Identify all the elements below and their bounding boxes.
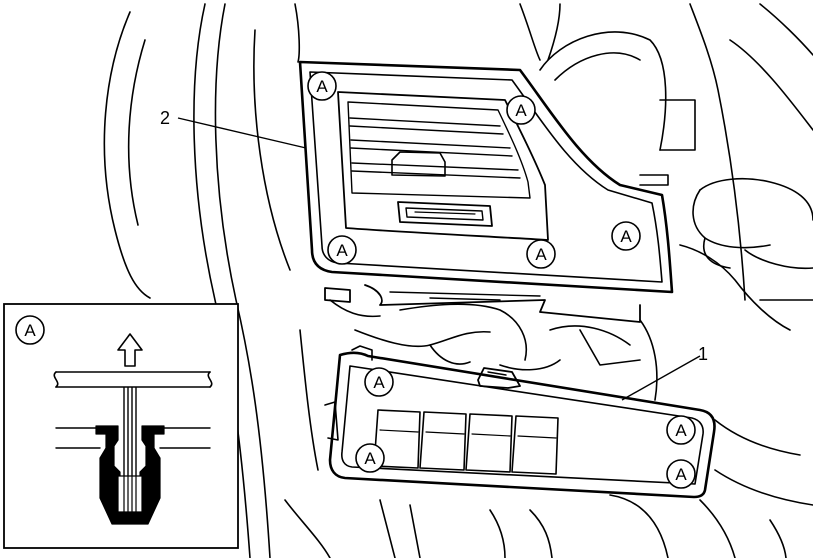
clip-markers: A A A A A A A A bbox=[307, 71, 696, 489]
clip-body bbox=[95, 425, 165, 525]
svg-text:A: A bbox=[373, 373, 385, 392]
dashboard-background-lines bbox=[103, 3, 813, 558]
inset-clip-marker: A bbox=[15, 315, 45, 345]
clip-marker: A bbox=[526, 239, 556, 269]
svg-text:A: A bbox=[515, 101, 527, 120]
arrow-up-icon bbox=[117, 333, 143, 367]
clip-marker: A bbox=[506, 95, 536, 125]
svg-text:A: A bbox=[675, 421, 687, 440]
clip-marker: A bbox=[666, 415, 696, 445]
callout-part-1: 1 bbox=[621, 344, 708, 401]
upper-vent-panel bbox=[298, 60, 674, 323]
svg-text:2: 2 bbox=[160, 108, 170, 128]
clip-marker: A bbox=[355, 443, 385, 473]
svg-text:1: 1 bbox=[698, 344, 708, 364]
clip-marker: A bbox=[307, 71, 337, 101]
svg-text:A: A bbox=[316, 77, 328, 96]
clip-marker: A bbox=[364, 367, 394, 397]
callout-part-2: 2 bbox=[160, 108, 307, 149]
clip-marker: A bbox=[666, 459, 696, 489]
clip-marker: A bbox=[611, 221, 641, 251]
svg-text:A: A bbox=[24, 321, 36, 340]
clip-marker: A bbox=[327, 235, 357, 265]
clip-detail-inset: A bbox=[3, 303, 239, 549]
svg-text:A: A bbox=[364, 449, 376, 468]
svg-text:A: A bbox=[336, 241, 348, 260]
svg-text:A: A bbox=[620, 227, 632, 246]
svg-text:A: A bbox=[535, 245, 547, 264]
lower-switch-panel bbox=[324, 345, 716, 499]
svg-text:A: A bbox=[675, 465, 687, 484]
